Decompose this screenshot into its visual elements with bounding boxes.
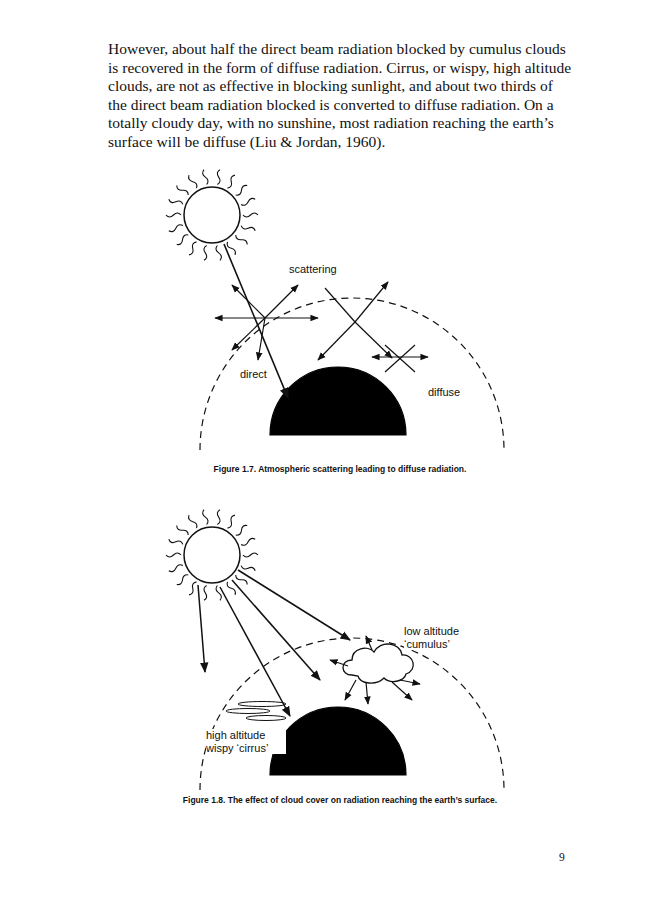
sun-ray [166,213,181,217]
figure-label: low altitude ‘cumulus’ [404,625,476,650]
sun-ray [203,170,208,185]
sun-rays [166,170,258,601]
sun-ray [169,199,183,204]
sun-ray [189,242,197,255]
cumulus-cloud [343,644,413,683]
sun-ray [204,586,207,601]
figure-clouds [184,527,504,790]
ray [198,585,205,672]
sun-ray [189,582,197,595]
sun-ray [243,553,258,557]
sun-ray [227,242,235,255]
sun [184,187,240,243]
sun-ray [241,198,255,205]
sun-ray [166,553,181,557]
figure-label: scattering [289,263,337,276]
sun-ray [217,510,220,525]
atmosphere-boundary [200,298,504,450]
sun-ray [217,170,220,185]
sun-ray [189,175,197,188]
direct-ray [224,244,288,398]
sun-ray [236,185,247,195]
figure-caption: Figure 1.8. The effect of cloud cover on… [110,795,570,805]
sun-ray [228,175,236,188]
sun-ray [189,515,197,528]
cirrus-cloud [226,702,286,721]
sun-ray [241,226,255,231]
scattering-point-2 [318,282,392,360]
sun-ray [241,538,255,545]
ray [232,580,320,680]
figure-label: direct [240,368,267,381]
sun-ray [227,582,235,595]
sun-ray [243,213,258,217]
sun-ray [204,246,207,261]
atmosphere-boundary [200,638,504,790]
scattering-point-1 [215,285,318,360]
sun-ray [203,510,208,525]
body-paragraph: However, about half the direct beam radi… [108,40,573,151]
sun-ray [177,525,188,535]
earth [270,707,406,775]
sun-ray [236,235,247,245]
sun-ray [216,246,221,261]
sun-ray [177,235,188,245]
sun-ray [169,539,183,544]
diffuse-arrows [372,345,428,372]
sun-ray [216,586,221,601]
figure-label: high altitude wispy ‘cirrus’ [206,729,286,754]
sun-ray [169,565,183,572]
sun-ray [236,575,247,585]
sun-ray [228,515,236,528]
ray [238,570,350,640]
page-number: 9 [559,851,565,865]
sun [184,527,240,583]
sun-ray [241,566,255,571]
figure-scattering [184,187,504,450]
figure-label: diffuse [428,386,460,399]
sun-ray [177,575,188,585]
figure-caption: Figure 1.7. Atmospheric scattering leadi… [150,464,530,474]
sun-ray [236,525,247,535]
sun-ray [177,185,188,195]
earth [270,367,406,435]
sun-ray [169,225,183,232]
